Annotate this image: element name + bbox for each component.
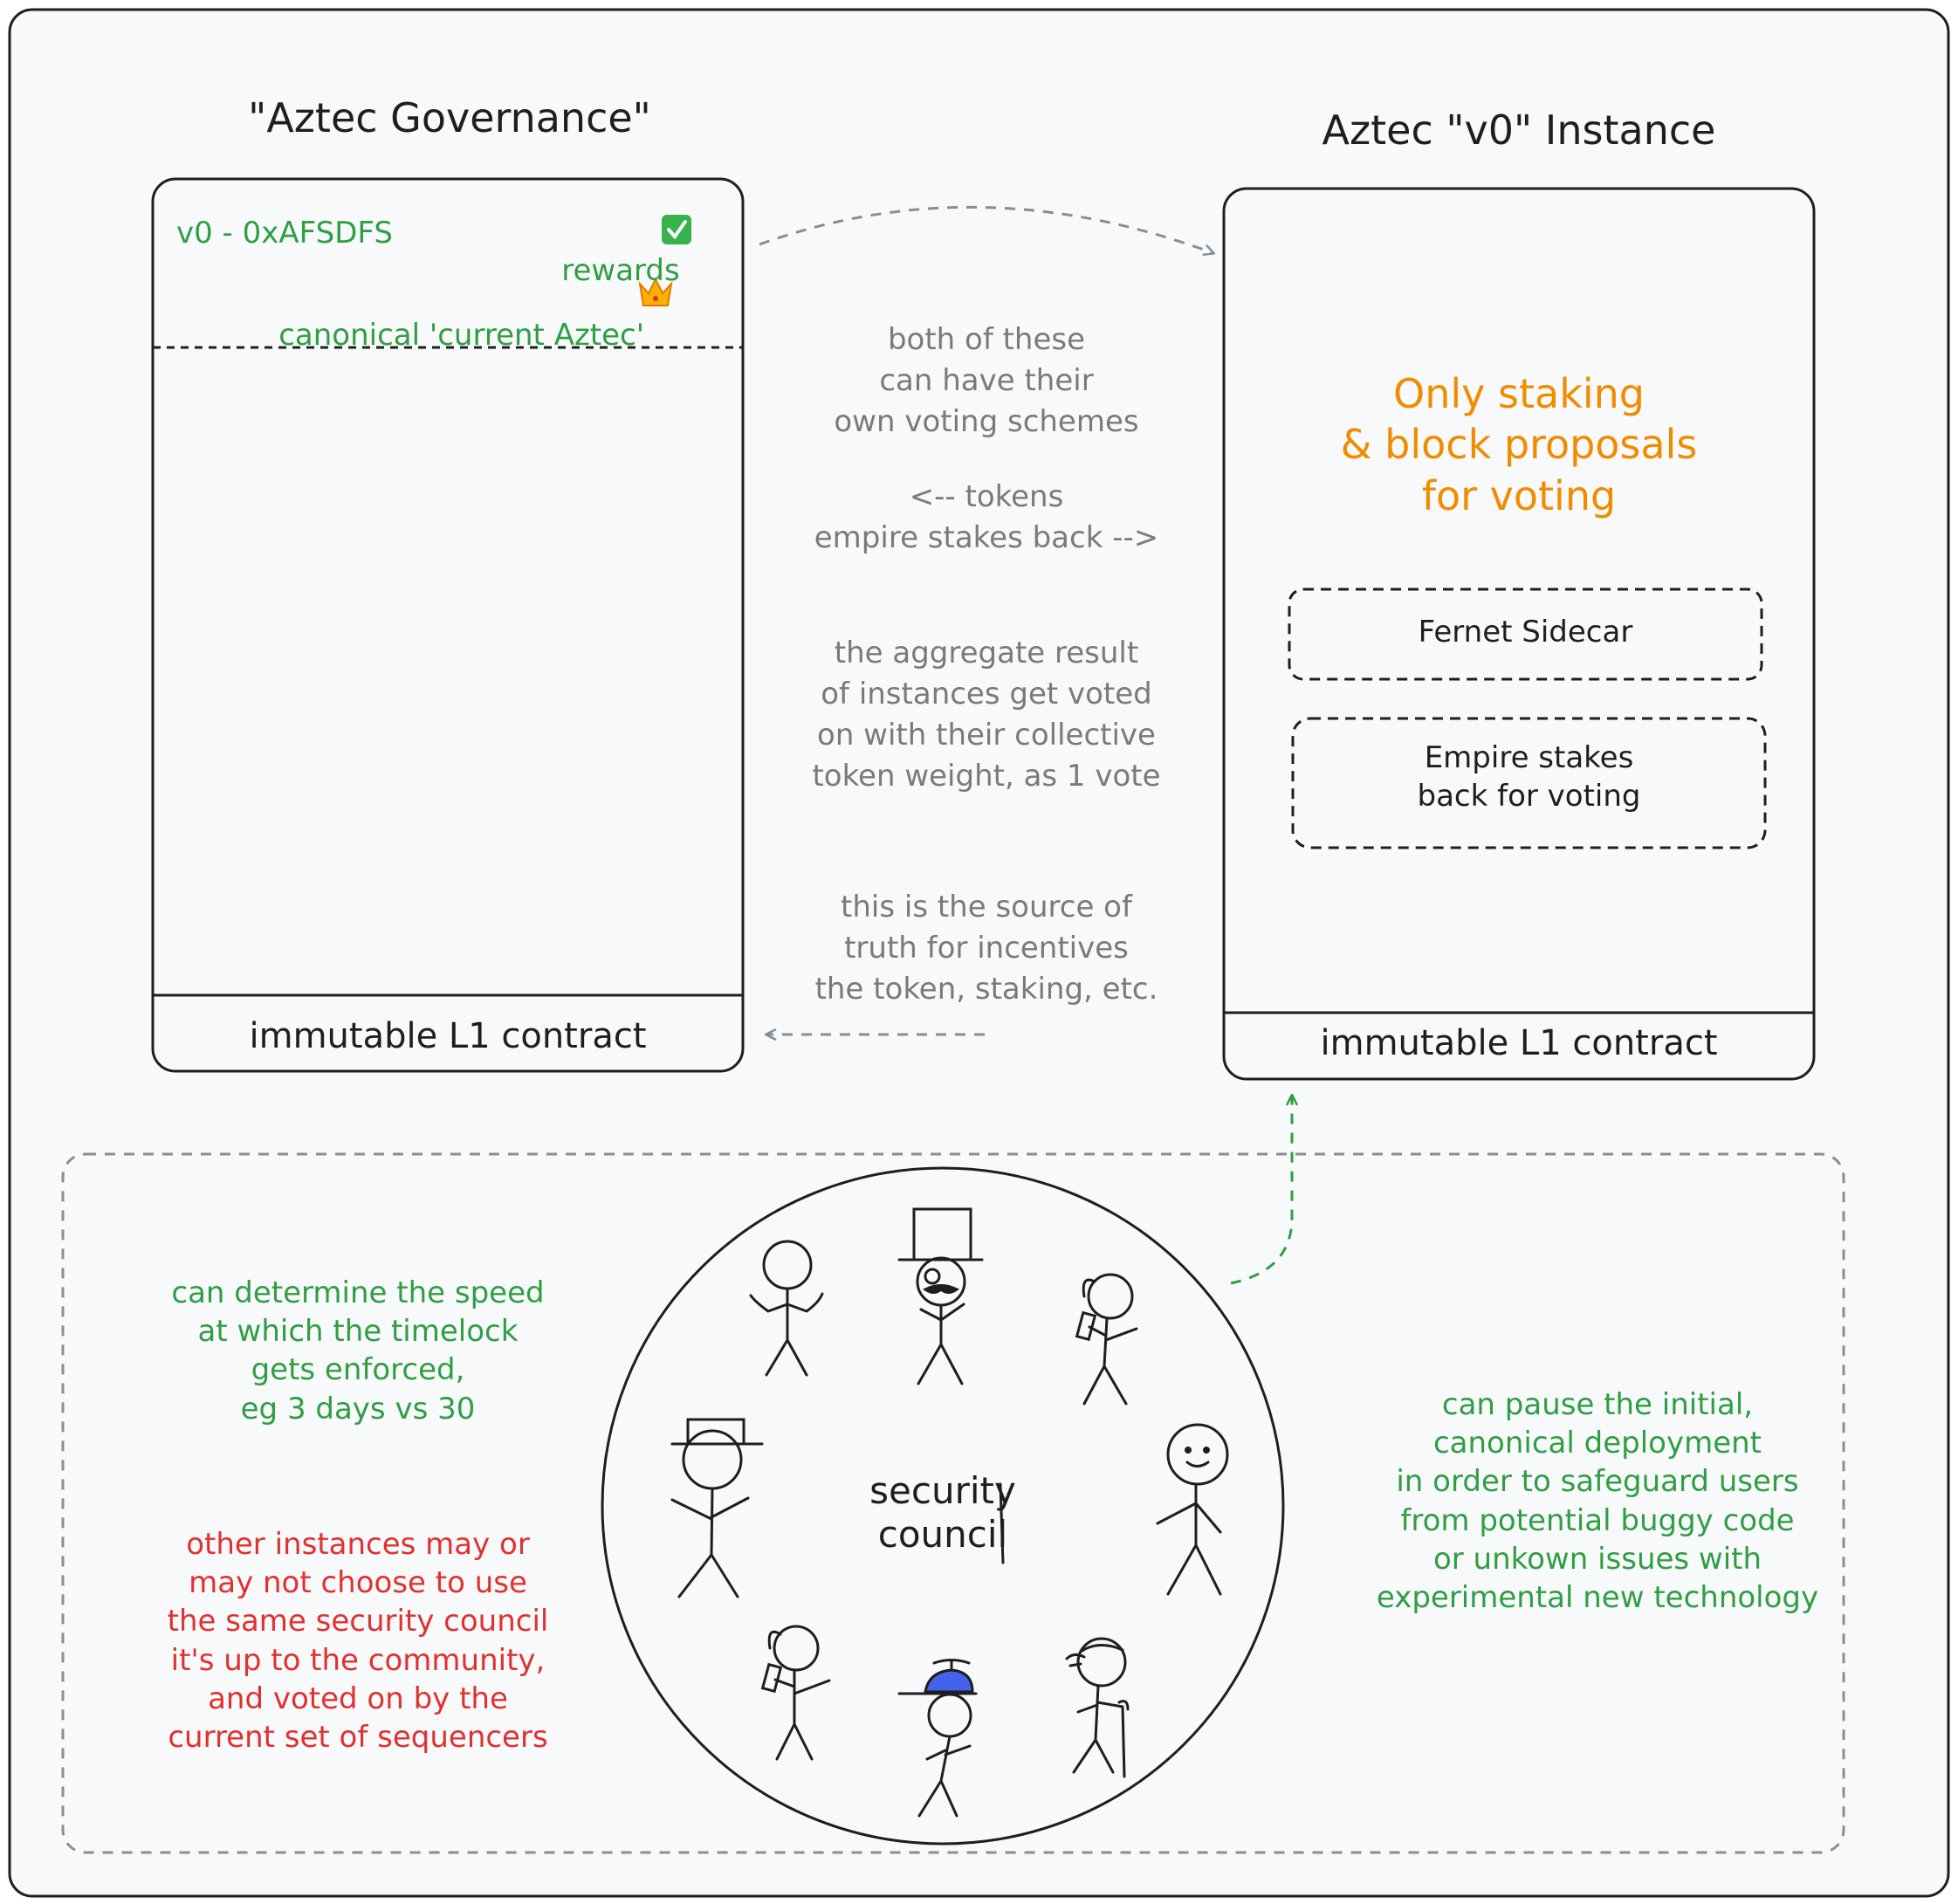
instance-title: Aztec "v0" Instance	[1322, 107, 1716, 154]
council-region	[61, 1152, 1845, 1854]
pause-note: can pause the initial, canonical deploym…	[1376, 1387, 1819, 1615]
timelock-note: can determine the speed at which the tim…	[171, 1275, 545, 1426]
governance-footer: immutable L1 contract	[249, 1016, 647, 1056]
stick-figure-icon	[670, 1418, 764, 1598]
fernet-sidecar-label: Fernet Sidecar	[1418, 615, 1633, 650]
security-council-label: security council	[869, 1469, 1016, 1557]
governance-version-line: v0 - 0xAFSDFS	[176, 216, 393, 251]
instance-box	[1222, 187, 1816, 1081]
check-icon	[662, 215, 691, 244]
stick-figure-icon	[749, 1240, 824, 1377]
outer-frame	[8, 8, 1950, 1898]
source-of-truth-note: this is the source of truth for incentiv…	[814, 890, 1158, 1007]
governance-title: "Aztec Governance"	[248, 94, 651, 141]
stick-figure-icon	[760, 1625, 831, 1761]
fernet-sidecar-box	[1288, 588, 1763, 681]
governance-box	[151, 177, 745, 1073]
governance-canonical: canonical 'current Aztec'	[241, 274, 644, 397]
tokens-note: <-- tokens empire stakes back -->	[814, 479, 1159, 555]
canonical-label: canonical 'current Aztec'	[278, 317, 645, 353]
empire-stakes-box	[1291, 717, 1767, 849]
stick-figure-icon	[1156, 1423, 1229, 1596]
aggregate-note: the aggregate result of instances get vo…	[812, 636, 1161, 794]
top-hat-icon	[897, 1207, 984, 1385]
empire-stakes-label: Empire stakes back for voting	[1417, 740, 1641, 815]
propeller-cap-icon	[897, 1659, 978, 1818]
rewards-label: rewards	[561, 252, 680, 288]
governance-to-instance-arrow	[759, 205, 1213, 253]
instance-footer: immutable L1 contract	[1320, 1023, 1718, 1063]
council-circle	[601, 1166, 1285, 1846]
stick-figure-icon	[1075, 1273, 1138, 1406]
governance-rewards: rewards	[524, 210, 680, 333]
crown-icon	[638, 277, 673, 306]
staking-note: Only staking & block proposals for votin…	[1340, 370, 1698, 519]
council-label-mark	[999, 1482, 1005, 1564]
stick-figure-icon	[1065, 1637, 1130, 1778]
voting-schemes-note: both of these can have their own voting …	[834, 322, 1139, 439]
other-instances-note: other instances may or may not choose to…	[167, 1527, 549, 1755]
